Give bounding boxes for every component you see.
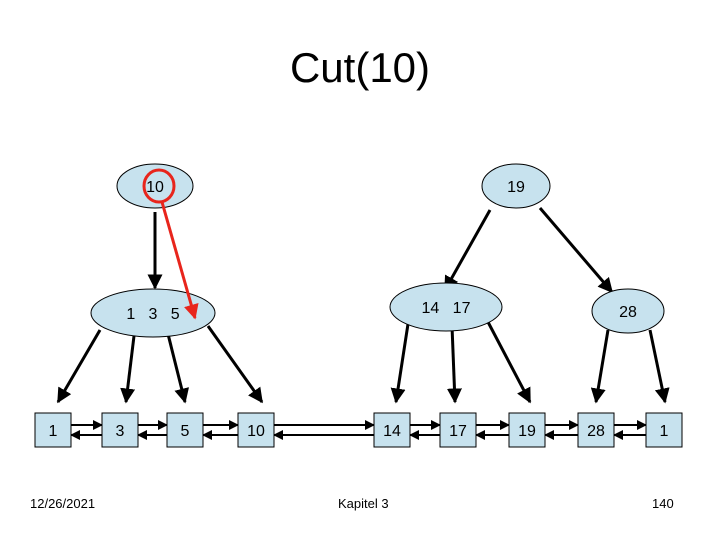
leaf-node-label: 28 [587,423,605,440]
inner-node-1-3-5 [90,288,216,338]
footer-page-number: 140 [652,496,674,511]
edge-inner135-to-leaf3 [120,335,136,404]
cut-arrow [160,201,199,320]
edge-inner135-to-leaf5 [166,333,190,404]
leaf-node [101,412,139,448]
root-node-19 [481,163,551,209]
inner-node-28-label: 28 [619,304,637,321]
edge-inner135-to-leaf1 [56,329,102,404]
root-list: 10 19 [116,163,551,209]
leaf-node [508,412,546,448]
inner-node-28 [591,288,665,334]
tree-edges [56,207,670,404]
leaf-node-label: 17 [449,423,467,440]
edge-inner1417-to-leaf17 [446,325,462,404]
inner-node-14-17 [389,282,503,332]
leaf-node-label: 1 [660,423,669,440]
edge-root19-to-inner1417 [443,209,492,292]
leaf-node [577,412,615,448]
inner-node-14-17-label: 14 17 [422,300,471,317]
edge-inner135-to-leaf10 [206,325,264,404]
edge-inner1417-to-leaf14 [390,323,410,404]
leaf-node [373,412,411,448]
inner-nodes: 1 3 5 14 17 28 [90,282,665,338]
edge-root19-to-inner28 [538,207,614,294]
root-node-10 [116,163,194,209]
leaf-node-label: 10 [247,423,265,440]
highlight-circle [142,168,176,204]
leaf-node-label: 19 [518,423,536,440]
edge-inner28-to-leaf28 [590,329,610,404]
leaf-node-label: 5 [181,423,190,440]
leaf-node [166,412,204,448]
inner-node-1-3-5-label: 1 3 5 [126,306,179,323]
leaf-node [645,412,683,448]
leaf-node [34,412,72,448]
root-node-19-label: 19 [507,179,525,196]
footer-date: 12/26/2021 [30,496,96,511]
root-node-10-label: 10 [146,179,164,196]
leaf-node-label: 14 [383,423,401,440]
leaf-node-label: 3 [116,423,125,440]
edge-inner28-to-leaf1b [648,329,670,404]
slide-title: Cut(10) [289,44,431,91]
footer-center: Kapitel 3 [338,496,389,511]
leaf-row: 1 3 5 10 14 17 19 28 1 [34,412,683,448]
leaf-node [439,412,477,448]
leaf-node-label: 1 [49,423,58,440]
leaf-node [237,412,275,448]
edge-inner1417-to-leaf19 [486,321,532,404]
cut-highlight [142,168,199,320]
